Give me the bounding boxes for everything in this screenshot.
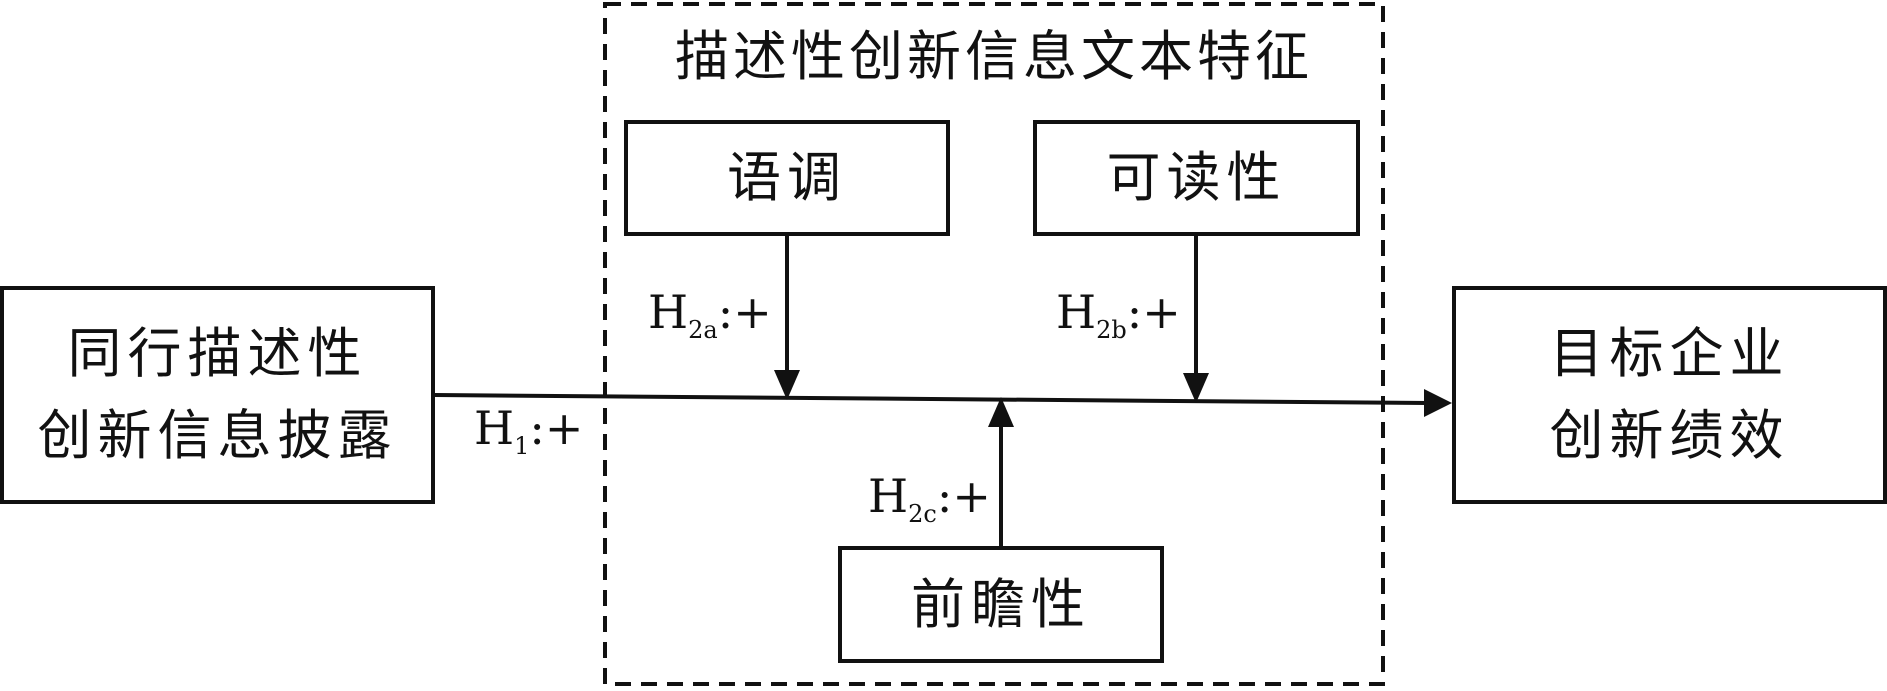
- group-title: 描述性创新信息文本特征: [675, 25, 1313, 88]
- forward-looking-moderation-arrowhead: [988, 397, 1014, 427]
- tone-box: 语调: [624, 120, 950, 236]
- hypothesis-h2c-base: H: [868, 469, 909, 523]
- main-effect-arrow: [434, 393, 1429, 405]
- hypothesis-h1-sign: :+: [529, 401, 584, 455]
- main-effect-arrowhead: [1424, 389, 1452, 417]
- hypothesis-h2c-sign: :+: [936, 469, 991, 523]
- hypothesis-h2a-sign: :+: [717, 285, 772, 339]
- tone-moderation-arrowhead: [774, 370, 800, 400]
- peer-disclosure-box: 同行描述性 创新信息披露: [0, 286, 435, 504]
- readability-moderation-arrowhead: [1183, 373, 1209, 403]
- target-performance-label: 目标企业 创新绩效: [1549, 322, 1790, 467]
- hypothesis-h2a-base: H: [648, 285, 689, 339]
- hypothesis-h1-label: H1:+: [474, 400, 584, 458]
- hypothesis-h2b-sign: :+: [1126, 285, 1181, 339]
- hypothesis-h2a-subscript: 2a: [688, 316, 718, 344]
- hypothesis-h2c-subscript: 2c: [908, 500, 937, 528]
- hypothesis-h2b-subscript: 2b: [1096, 316, 1127, 344]
- hypothesis-h1-base: H: [474, 401, 515, 455]
- hypothesis-h2c-label: H2c:+: [868, 468, 991, 526]
- hypothesis-h2a-label: H2a:+: [648, 284, 772, 342]
- forward-looking-box: 前瞻性: [838, 546, 1164, 663]
- readability-box: 可读性: [1033, 120, 1360, 236]
- hypothesis-h2b-base: H: [1056, 285, 1097, 339]
- peer-disclosure-label: 同行描述性 创新信息披露: [37, 322, 398, 467]
- text-features-group-border: [603, 2, 1385, 686]
- target-performance-box: 目标企业 创新绩效: [1452, 286, 1887, 504]
- hypothesis-h2b-label: H2b:+: [1056, 284, 1181, 342]
- readability-label: 可读性: [1106, 146, 1287, 209]
- tone-label: 语调: [727, 146, 847, 209]
- hypothesis-h1-subscript: 1: [514, 432, 530, 460]
- forward-looking-label: 前瞻性: [911, 572, 1091, 636]
